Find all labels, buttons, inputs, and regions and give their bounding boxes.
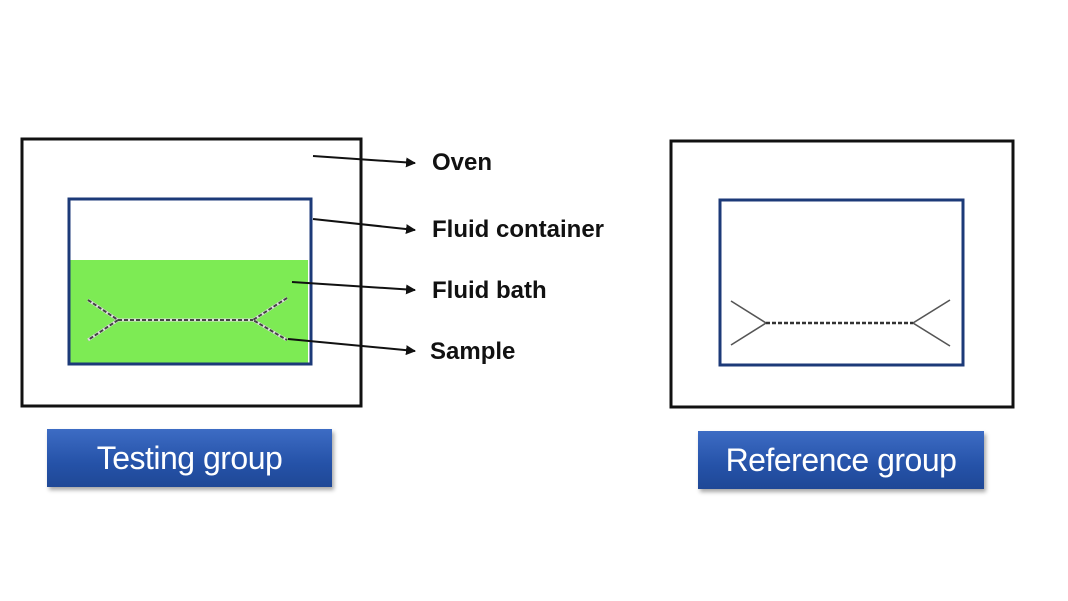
testing-group-label: Testing group xyxy=(47,429,332,487)
testing-sample-dashes xyxy=(87,297,288,341)
fluid-bath-arrow xyxy=(291,281,416,295)
sample-arrow xyxy=(287,338,416,356)
fluid-container-label: Fluid container xyxy=(432,216,605,243)
fluid-bath-label: Fluid bath xyxy=(432,277,547,304)
reference-group-label: Reference group xyxy=(698,431,984,489)
testing-fluid-container xyxy=(67,197,313,366)
callout-arrows xyxy=(287,155,416,356)
oven-label: Oven xyxy=(432,149,493,176)
testing-oven xyxy=(20,137,363,408)
fluid-container-arrow xyxy=(312,218,416,235)
oven-arrow xyxy=(312,155,416,168)
reference-oven xyxy=(669,139,1015,409)
sample-label: Sample xyxy=(430,338,516,365)
reference-fluid-container xyxy=(718,198,965,367)
